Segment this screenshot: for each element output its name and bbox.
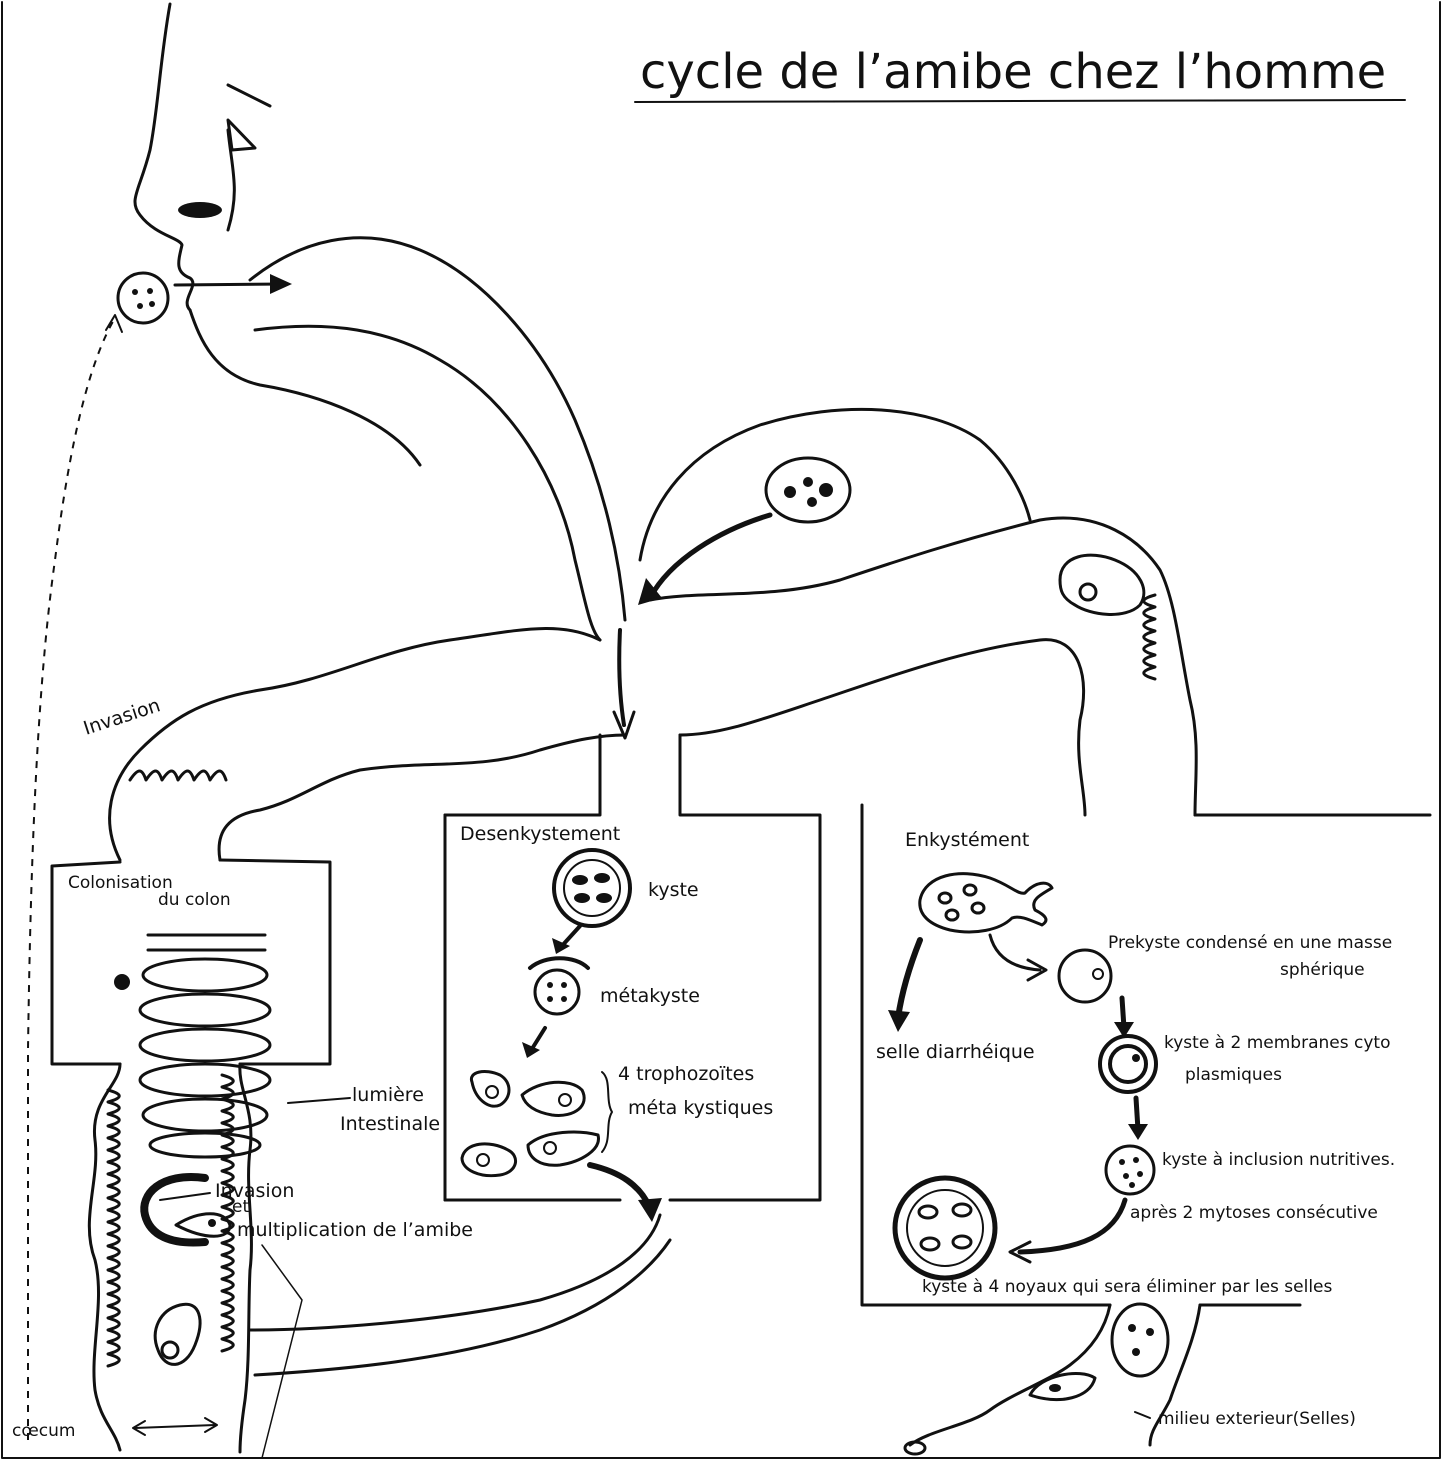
prekyste-label-1: Prekyste condensé en une masse xyxy=(1108,933,1392,953)
kyste2m-label-1: kyste à 2 membranes cyto xyxy=(1164,1033,1390,1053)
invasion-top-label: Invasion xyxy=(81,694,163,739)
milieu-label: milieu exterieur(Selles) xyxy=(1158,1409,1356,1429)
eye xyxy=(228,120,255,150)
caecum-arrow xyxy=(135,1425,215,1428)
face-outline xyxy=(135,4,193,310)
lumiere-label-1: lumière xyxy=(352,1084,424,1106)
stool-cyst xyxy=(1112,1304,1168,1376)
desenkystement-box xyxy=(445,735,820,1200)
desenkystement-title: Desenkystement xyxy=(460,823,620,845)
kyste2m-label-2: plasmiques xyxy=(1185,1065,1282,1085)
kyste-2-membranes xyxy=(1100,1036,1156,1092)
descent-arrow xyxy=(619,630,624,725)
metakyste xyxy=(530,958,588,1014)
trophozoites xyxy=(462,1071,598,1175)
invading-amoeba-right xyxy=(1060,555,1155,679)
ingested-cyst xyxy=(118,273,168,323)
nostril xyxy=(178,202,222,218)
prekyste-label-2: sphérique xyxy=(1280,960,1365,980)
stool-amoeba xyxy=(1030,1373,1095,1399)
liver-cyst xyxy=(766,458,850,522)
lumiere-pointer xyxy=(288,1098,350,1103)
selle-label: selle diarrhéique xyxy=(876,1041,1035,1063)
intestine-outline xyxy=(110,518,1430,860)
invading-amoeba xyxy=(176,1214,230,1237)
invasion-mult-label-3: multiplication de l’amibe xyxy=(237,1219,473,1241)
metakyste-label: métakyste xyxy=(600,985,700,1007)
invasion-pointer xyxy=(160,1193,210,1200)
colonisation-box xyxy=(52,860,670,1452)
desenk-cyst xyxy=(554,850,630,926)
enkystement-title: Enkystément xyxy=(905,829,1029,851)
leader-line xyxy=(262,1245,302,1458)
head-profile xyxy=(135,4,270,310)
ingestion-arrowhead xyxy=(270,274,292,294)
to-kyste4-arrow xyxy=(1020,1200,1125,1252)
lumiere-label-2: Intestinale xyxy=(340,1113,440,1135)
esophagus-stomach xyxy=(190,238,625,640)
eyebrow xyxy=(228,85,270,106)
mytoses-label: après 2 mytoses consécutive xyxy=(1130,1203,1378,1223)
caecum-label: cœcum xyxy=(12,1421,75,1441)
kyste-inclusion xyxy=(1106,1146,1154,1194)
tropho-label-1: 4 trophozoïtes xyxy=(618,1063,754,1085)
invasion-mult-label-2: et xyxy=(232,1197,249,1217)
enkystement-box xyxy=(862,805,1300,1445)
tropho-label-2: méta kystiques xyxy=(628,1097,773,1119)
kyste4-label: kyste à 4 noyaux qui sera éliminer par l… xyxy=(922,1277,1333,1297)
title-underline xyxy=(635,100,1405,102)
anus xyxy=(905,1442,925,1454)
nose-line xyxy=(228,130,234,230)
liver-to-intestine-arrow xyxy=(650,515,770,598)
kyste-4-noyaux xyxy=(895,1178,995,1278)
tropho-brace xyxy=(602,1072,612,1152)
to-selle-arrow xyxy=(898,940,920,1018)
diagram-title: cycle de l’amibe chez l’homme xyxy=(640,44,1386,100)
colonisation-label-2: du colon xyxy=(158,890,231,910)
to-prekyste-arrow xyxy=(990,935,1040,970)
inclusion-label: kyste à inclusion nutritives. xyxy=(1162,1150,1395,1170)
ingestion-arrow xyxy=(175,284,285,285)
kyste-label: kyste xyxy=(648,879,699,901)
invasion-wave xyxy=(130,771,226,780)
trophozoite-enk xyxy=(920,874,1052,932)
colon-dot xyxy=(114,974,130,990)
